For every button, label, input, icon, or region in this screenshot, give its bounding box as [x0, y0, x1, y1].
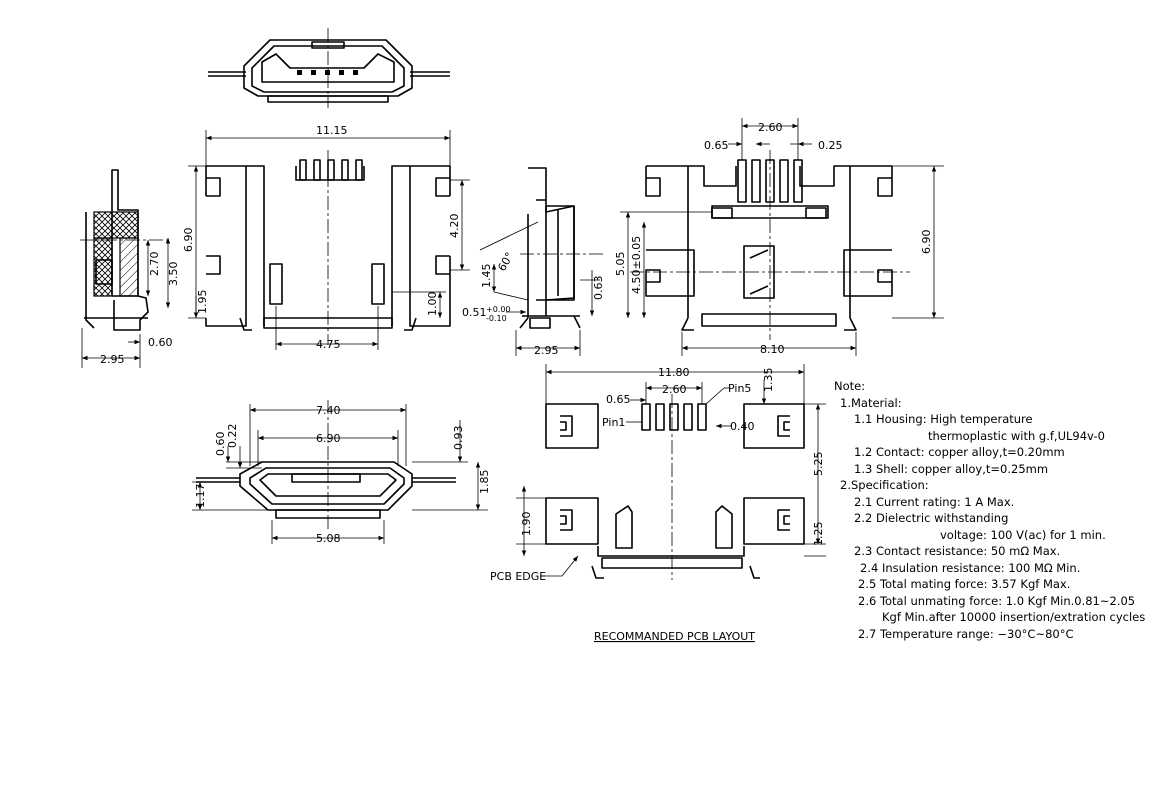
dim-pcb-190: 1.90 — [520, 512, 533, 537]
dim-pcb-260: 2.60 — [662, 383, 687, 396]
dim-top-b: 4.75 — [316, 338, 341, 351]
dim-top-c: 4.20 — [448, 214, 461, 239]
dim-fr-117: 1.17 — [194, 484, 207, 509]
front-view-lower: 7.40 6.90 0.60 0.22 0.93 1.85 1.17 5.08 — [192, 400, 491, 545]
dim-pcb-135: 1.35 — [762, 368, 775, 393]
dim-side-t: 0.60 — [148, 336, 173, 349]
dim-rt-810: 8.10 — [760, 343, 785, 356]
dim-mid-60: 60° — [495, 250, 516, 273]
pcb-edge-label: PCB EDGE — [490, 570, 546, 583]
notes-line: thermoplastic with g.f,UL94v-0 — [928, 428, 1105, 443]
dim-rt-450: 4.50±0.05 — [630, 236, 643, 294]
dim-rt-pitch: 2.60 — [758, 121, 783, 134]
dim-side-b: 3.50 — [167, 262, 180, 287]
dim-fr-740: 7.40 — [316, 404, 341, 417]
dim-fr-022: 0.22 — [226, 424, 239, 449]
pcb-layout-title: RECOMMANDED PCB LAYOUT — [594, 630, 755, 643]
notes-line: 2.6 Total unmating force: 1.0 Kgf Min.0.… — [858, 593, 1136, 608]
dim-rt-690: 6.90 — [920, 230, 933, 255]
notes-line: 2.Specification: — [840, 478, 929, 492]
dim-side-a: 2.70 — [148, 252, 161, 277]
dim-fr-060: 0.60 — [214, 432, 227, 457]
dim-mid-295: 2.95 — [534, 344, 559, 357]
bottom-view: 2.60 0.65 0.25 5.05 4.50±0.05 6.90 8.10 — [614, 118, 944, 356]
middle-side-view: 60° 1.45 0.51 +0.00 -0.10 0.63 2.95 — [462, 167, 606, 357]
notes-line: voltage: 100 V(ac) for 1 min. — [940, 527, 1106, 542]
dim-pcb-065: 0.65 — [606, 393, 631, 406]
dim-top-height: 6.90 — [182, 228, 195, 253]
dim-pcb-040: 0.40 — [730, 420, 755, 433]
notes-line: 2.3 Contact resistance: 50 mΩ Max. — [854, 544, 1061, 558]
top-view: 11.15 6.90 1.95 4.20 1.00 4.75 — [182, 124, 470, 351]
notes-line: 1.Material: — [840, 395, 902, 410]
dim-fr-690: 6.90 — [316, 432, 341, 445]
dim-mid-tol-up: +0.00 — [486, 305, 511, 314]
pin5-label: Pin5 — [728, 382, 751, 395]
pcb-layout: 11.80 2.60 0.65 Pin5 Pin1 0.40 1.35 5.25… — [490, 364, 826, 643]
dim-rt-025: 0.25 — [818, 139, 843, 152]
dim-fr-093: 0.93 — [452, 426, 465, 451]
dim-top-width: 11.15 — [316, 124, 348, 137]
notes-line: 1.1 Housing: High temperature — [854, 412, 1033, 426]
dim-top-l2: 1.00 — [426, 292, 439, 317]
dim-mid-051: 0.51 — [462, 306, 487, 319]
notes-line: 2.1 Current rating: 1 A Max. — [854, 494, 1015, 509]
dim-side-w: 2.95 — [100, 353, 125, 366]
notes-line: Kgf Min.after 10000 insertion/extration … — [882, 610, 1146, 624]
dim-mid-145: 1.45 — [480, 264, 493, 289]
notes-line: 2.5 Total mating force: 3.57 Kgf Max. — [858, 577, 1071, 591]
dim-pcb-525: 5.25 — [812, 452, 825, 477]
notes-line: 2.4 Insulation resistance: 100 MΩ Min. — [860, 560, 1081, 575]
notes-line: 2.2 Dielectric withstanding — [854, 511, 1009, 525]
pin1-label: Pin1 — [602, 416, 625, 429]
side-section-view: 2.70 3.50 2.95 0.60 — [80, 169, 180, 368]
notes-heading: Note: — [834, 379, 866, 393]
dim-fr-185: 1.85 — [478, 470, 491, 495]
notes-line: 2.7 Temperature range: −30°C~80°C — [858, 626, 1074, 641]
dim-mid-063: 0.63 — [592, 276, 605, 301]
notes-line: 1.2 Contact: copper alloy,t=0.20mm — [854, 445, 1065, 459]
dim-rt-505: 5.05 — [614, 252, 627, 277]
dim-pcb-1180: 11.80 — [658, 366, 690, 379]
dim-pcb-125: 1.25 — [812, 522, 825, 547]
front-end-view-top — [208, 28, 450, 108]
dim-mid-tol-dn: -0.10 — [486, 314, 507, 323]
dim-rt-065: 0.65 — [704, 139, 729, 152]
notes-line: 1.3 Shell: copper alloy,t=0.25mm — [854, 461, 1049, 476]
notes-block: Note: 1.Material: 1.1 Housing: High temp… — [834, 378, 1170, 642]
dim-fr-508: 5.08 — [316, 532, 341, 545]
dim-top-l1: 1.95 — [196, 290, 209, 315]
